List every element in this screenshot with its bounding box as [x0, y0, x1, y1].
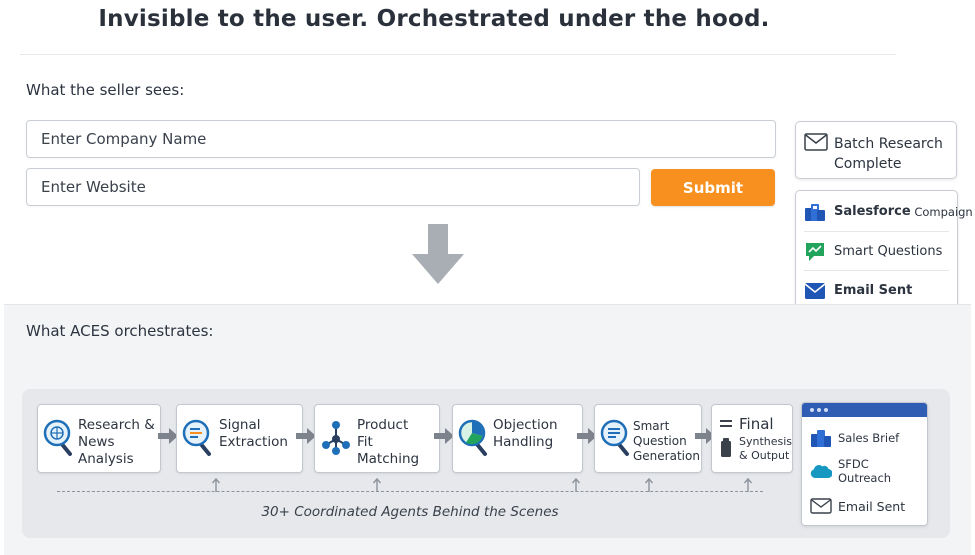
stage-final-synthesis-output: Final Synthesis & Output: [711, 404, 793, 473]
window-title-bar: [802, 403, 927, 417]
up-arrow-icon: [644, 477, 654, 492]
salesforce-icon: [804, 201, 826, 223]
batch-research-text: Batch Research Complete: [834, 136, 943, 172]
email-sent-label: Email Sent: [834, 283, 913, 298]
flow-arrow-icon: [695, 428, 715, 444]
up-arrow-icon: [743, 477, 753, 492]
salesforce-campaign-row: Salesforce Compaign: [804, 192, 973, 231]
window-dot: [810, 408, 814, 412]
orchestration-section-label: What ACES orchestrates:: [26, 322, 214, 340]
results-card: Salesforce Compaign Smart Questions Emai…: [795, 190, 973, 310]
output-email-sent-row: Email Sent: [810, 493, 921, 519]
salesforce-label: Salesforce: [834, 204, 911, 219]
company-name-placeholder: Enter Company Name: [41, 130, 207, 148]
row-divider: [804, 231, 949, 232]
sfdc-outreach-row: SFDC Outreach: [810, 457, 921, 485]
list-search-icon: [600, 419, 629, 456]
sales-brief-label: Sales Brief: [838, 431, 900, 445]
flow-arrow-icon: [577, 428, 597, 444]
envelope-icon: [804, 133, 828, 151]
title-divider: [20, 54, 896, 55]
email-icon: [804, 280, 826, 302]
pie-search-icon: [458, 419, 487, 456]
stage-label-final: Final: [739, 415, 774, 433]
up-arrow-icon: [211, 477, 221, 492]
smart-questions-row: Smart Questions: [804, 232, 949, 271]
flow-arrow-icon: [158, 428, 178, 444]
stage-label: Smart Question Generation: [633, 419, 700, 463]
agents-caption: 30+ Coordinated Agents Behind the Scenes: [261, 504, 559, 520]
down-arrow-icon: [412, 224, 464, 284]
chat-chart-icon: [804, 241, 826, 263]
stage-label: Product Fit Matching: [357, 417, 420, 467]
sales-brief-icon: [810, 428, 832, 448]
seller-section-label: What the seller sees:: [26, 81, 185, 99]
agents-dashed-line: [57, 491, 763, 492]
stage-objection-handling: Objection Handling: [452, 404, 583, 473]
smart-questions-label: Smart Questions: [834, 244, 943, 259]
campaign-label: Compaign: [910, 204, 973, 219]
page-title: Invisible to the user. Orchestrated unde…: [98, 6, 770, 32]
up-arrow-icon: [372, 477, 382, 492]
output-panel: Sales Brief SFDC Outreach Email Sent: [801, 402, 928, 526]
sfdc-outreach-label: SFDC Outreach: [838, 457, 892, 485]
salesforce-cloud-icon: [810, 461, 832, 481]
stage-label: Research & News Analysis: [78, 417, 155, 467]
stage-label: Signal Extraction: [219, 417, 288, 450]
submit-button[interactable]: Submit: [651, 169, 775, 206]
email-sent-row: Email Sent: [804, 271, 949, 310]
flow-arrow-icon: [296, 428, 316, 444]
website-input[interactable]: Enter Website: [26, 168, 640, 206]
stage-label-synthesis: Synthesis & Output: [739, 435, 793, 462]
window-dot: [824, 408, 828, 412]
website-placeholder: Enter Website: [41, 178, 146, 196]
up-arrow-icon: [571, 477, 581, 492]
stage-smart-question-generation: Smart Question Generation: [594, 404, 702, 473]
company-name-input[interactable]: Enter Company Name: [26, 120, 776, 158]
globe-search-icon: [43, 419, 72, 456]
network-icon: [322, 421, 350, 455]
envelope-icon: [810, 496, 832, 516]
stage-research-news-analysis: Research & News Analysis: [37, 404, 161, 473]
list-icon: [720, 420, 732, 457]
list-search-icon: [182, 419, 211, 456]
window-dot: [817, 408, 821, 412]
stage-product-fit-matching: Product Fit Matching: [314, 404, 440, 473]
sales-brief-row: Sales Brief: [810, 425, 921, 451]
output-email-sent-label: Email Sent: [838, 498, 906, 514]
batch-research-card: Batch Research Complete: [795, 121, 957, 179]
stage-label: Objection Handling: [493, 417, 558, 450]
stage-signal-extraction: Signal Extraction: [176, 404, 303, 473]
row-divider: [804, 270, 949, 271]
flow-arrow-icon: [434, 428, 454, 444]
